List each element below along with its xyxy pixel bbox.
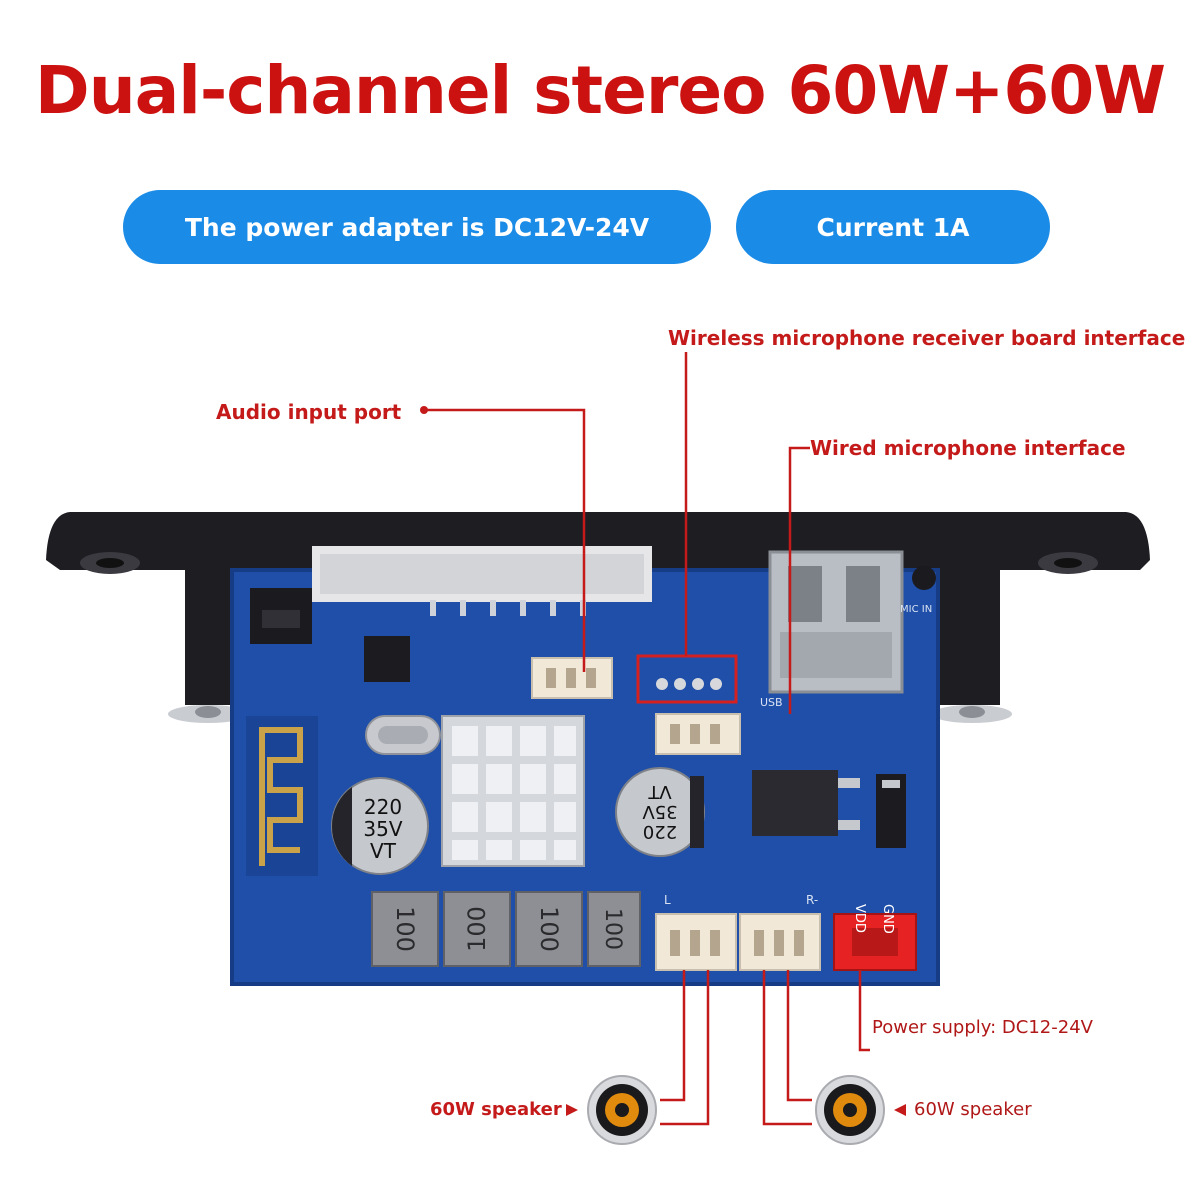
- speaker-right-label: 60W speaker: [914, 1099, 1032, 1120]
- inductor-label-2: 100: [463, 906, 491, 952]
- inductor-label-4: 100: [600, 908, 625, 950]
- cap-left-line3: VT: [370, 839, 397, 863]
- speaker-left-label: 60W speaker: [430, 1099, 562, 1120]
- silk-left: L: [664, 893, 671, 907]
- wired-mic-label: Wired microphone interface: [810, 436, 1126, 460]
- voltage-badge: The power adapter is DC12V-24V: [123, 190, 711, 264]
- mic-jack: [912, 566, 936, 590]
- cap-right-line3: VT: [647, 781, 671, 802]
- silk-right: R-: [806, 893, 818, 907]
- silk-gnd: GND: [880, 904, 895, 934]
- speaker-right-icon: [815, 1075, 885, 1145]
- bracket-leg-right: [940, 545, 1000, 705]
- audio-input-label: Audio input port: [216, 400, 402, 424]
- inductor-label-3: 100: [535, 906, 563, 952]
- cap-right-line1: 220: [643, 821, 677, 842]
- voltage-regulator: [752, 770, 838, 836]
- ic-chip: [364, 636, 410, 682]
- speaker-left-icon: [587, 1075, 657, 1145]
- bluetooth-antenna: [259, 727, 303, 866]
- cap-right-line2: 35V: [642, 801, 678, 822]
- power-supply-label: Power supply: DC12-24V: [872, 1017, 1093, 1038]
- silk-usb: USB: [760, 696, 783, 709]
- wireless-mic-label: Wireless microphone receiver board inter…: [668, 326, 1186, 350]
- inductor-label-1: 100: [391, 906, 419, 952]
- leader-lines: [424, 352, 870, 1126]
- silk-mic: MIC IN: [900, 604, 932, 615]
- cap-left-line2: 35V: [363, 817, 402, 841]
- inductors: [371, 891, 641, 967]
- cap-left-line1: 220: [364, 795, 402, 819]
- current-badge: Current 1A: [736, 190, 1050, 264]
- silk-vdd: VDD: [852, 904, 867, 933]
- page-title: Dual-channel stereo 60W+60W: [34, 52, 1166, 129]
